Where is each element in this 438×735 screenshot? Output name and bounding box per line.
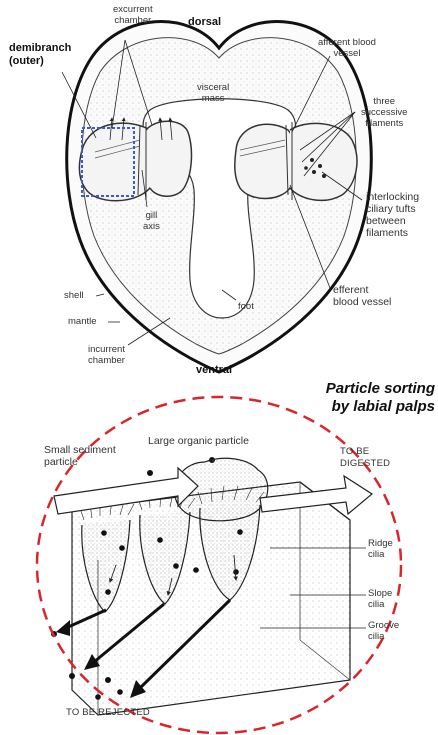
label-gill-axis-line1: gill <box>143 210 160 221</box>
label-interlocking-line3: between <box>366 215 419 227</box>
label-digested-line2: DIGESTED <box>340 458 390 470</box>
label-afferent-line1: afferent blood <box>318 37 376 48</box>
label-mantle: mantle <box>68 316 97 327</box>
label-efferent-line1: efferent <box>333 284 391 296</box>
label-gill-axis: gill axis <box>143 210 160 232</box>
label-gill-axis-line2: axis <box>143 221 160 232</box>
label-interlocking-line4: filaments <box>366 227 419 239</box>
label-ridge-line2: cilia <box>368 549 393 560</box>
label-visceral-line2: mass <box>197 93 229 104</box>
label-efferent-blood-vessel: efferent blood vessel <box>333 284 391 308</box>
label-digested-line1: TO BE <box>340 446 390 458</box>
label-excurrent-line2: chamber <box>113 15 153 26</box>
label-groove-line2: cilia <box>368 631 399 642</box>
label-incurrent-chamber: incurrent chamber <box>88 344 125 366</box>
label-slope-cilia: Slope cilia <box>368 588 392 610</box>
label-three-line3: filaments <box>361 118 407 129</box>
label-to-be-digested: TO BE DIGESTED <box>340 446 390 470</box>
label-foot: foot <box>238 301 254 312</box>
title-line2: by labial palps <box>326 398 435 416</box>
label-shell: shell <box>64 290 84 301</box>
label-demibranch-line1: demibranch <box>9 42 71 55</box>
label-demibranch: demibranch (outer) <box>9 42 71 68</box>
label-small-sediment-line1: Small sediment <box>44 444 116 456</box>
label-small-sediment-line2: particle <box>44 456 116 468</box>
label-afferent-blood-vessel: afferent blood vessel <box>318 37 376 59</box>
label-three-successive-filaments: three successive filaments <box>361 96 407 129</box>
label-large-organic-particle: Large organic particle <box>148 435 249 447</box>
label-demibranch-line2: (outer) <box>9 55 71 68</box>
particle-sorting-title: Particle sorting by labial palps <box>326 380 435 416</box>
label-excurrent-chamber: excurrent chamber <box>113 4 153 26</box>
label-interlocking-ciliary-tufts: interlocking ciliary tufts between filam… <box>366 191 419 239</box>
label-small-sediment-particle: Small sediment particle <box>44 444 116 468</box>
label-interlocking-line1: interlocking <box>366 191 419 203</box>
label-ridge-line1: Ridge <box>368 538 393 549</box>
label-excurrent-line1: excurrent <box>113 4 153 15</box>
label-afferent-line2: vessel <box>318 48 376 59</box>
label-slope-line1: Slope <box>368 588 392 599</box>
label-three-line1: three <box>361 96 407 107</box>
label-to-be-rejected: TO BE REJECTED <box>66 707 150 719</box>
label-visceral-mass: visceral mass <box>197 82 229 104</box>
label-visceral-line1: visceral <box>197 82 229 93</box>
title-line1: Particle sorting <box>326 380 435 398</box>
label-slope-line2: cilia <box>368 599 392 610</box>
label-incurrent-line2: chamber <box>88 355 125 366</box>
label-three-line2: successive <box>361 107 407 118</box>
left-gill <box>79 118 191 201</box>
label-groove-cilia: Groove cilia <box>368 620 399 642</box>
label-efferent-line2: blood vessel <box>333 296 391 308</box>
label-incurrent-line1: incurrent <box>88 344 125 355</box>
label-ventral: ventral <box>196 364 232 377</box>
label-ridge-cilia: Ridge cilia <box>368 538 393 560</box>
label-interlocking-line2: ciliary tufts <box>366 203 419 215</box>
label-groove-line1: Groove <box>368 620 399 631</box>
label-dorsal: dorsal <box>188 16 221 29</box>
right-gill <box>235 122 357 200</box>
